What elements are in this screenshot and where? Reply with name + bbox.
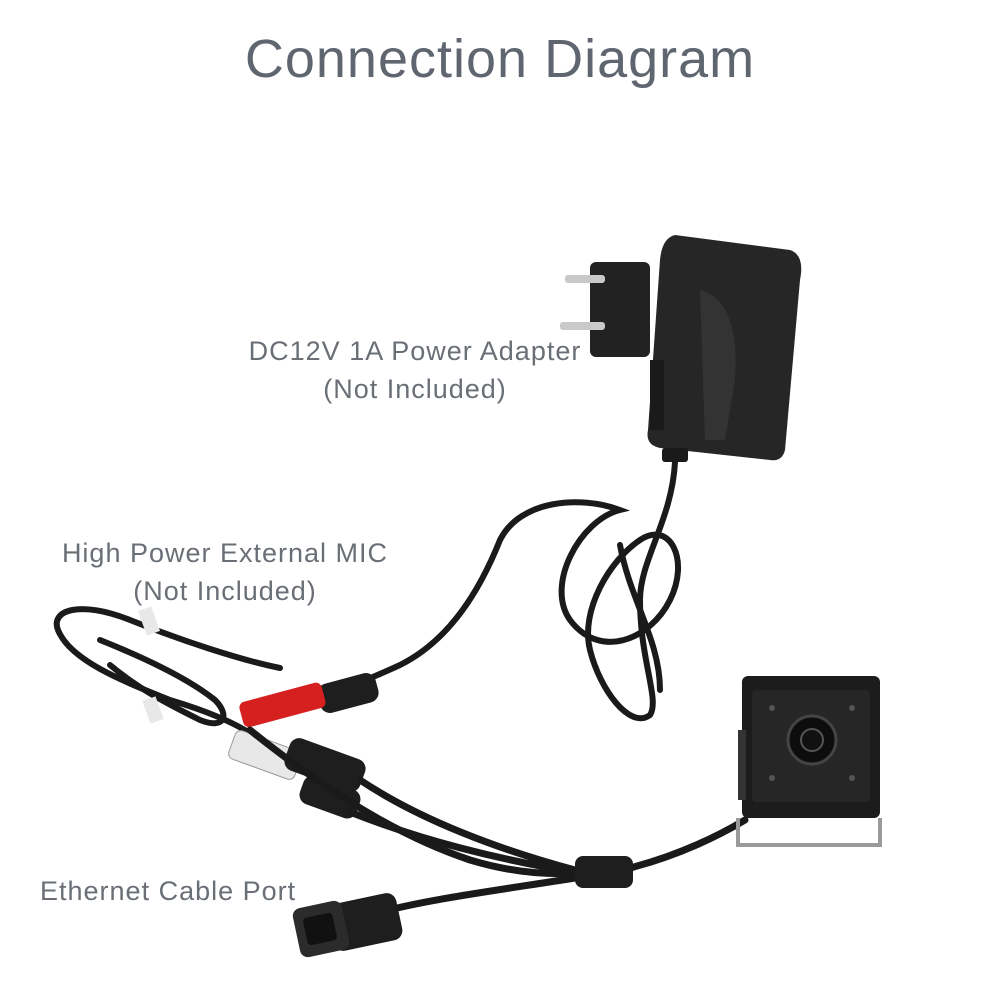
audio-connectors xyxy=(228,730,366,819)
power-adapter-label-line2: (Not Included) xyxy=(323,374,507,404)
mic-audio-cable xyxy=(53,606,283,748)
power-adapter-label: DC12V 1A Power Adapter (Not Included) xyxy=(220,332,610,408)
camera-module-icon xyxy=(736,676,882,847)
external-mic-label: High Power External MIC (Not Included) xyxy=(30,534,420,610)
ethernet-port-label: Ethernet Cable Port xyxy=(40,872,360,910)
dc-power-plug xyxy=(239,672,379,728)
power-adapter-label-line1: DC12V 1A Power Adapter xyxy=(248,336,582,366)
cable-tie xyxy=(142,696,164,724)
ethernet-port-icon xyxy=(292,893,403,958)
external-mic-label-line2: (Not Included) xyxy=(133,576,317,606)
external-mic-label-line1: High Power External MIC xyxy=(61,538,389,568)
power-cable xyxy=(352,459,681,722)
cable-tie xyxy=(137,606,161,636)
power-adapter-icon xyxy=(560,235,802,462)
cable-junction xyxy=(575,856,633,888)
diagram-title: Connection Diagram xyxy=(244,29,756,89)
ethernet-port-label-line1: Ethernet Cable Port xyxy=(40,876,297,906)
